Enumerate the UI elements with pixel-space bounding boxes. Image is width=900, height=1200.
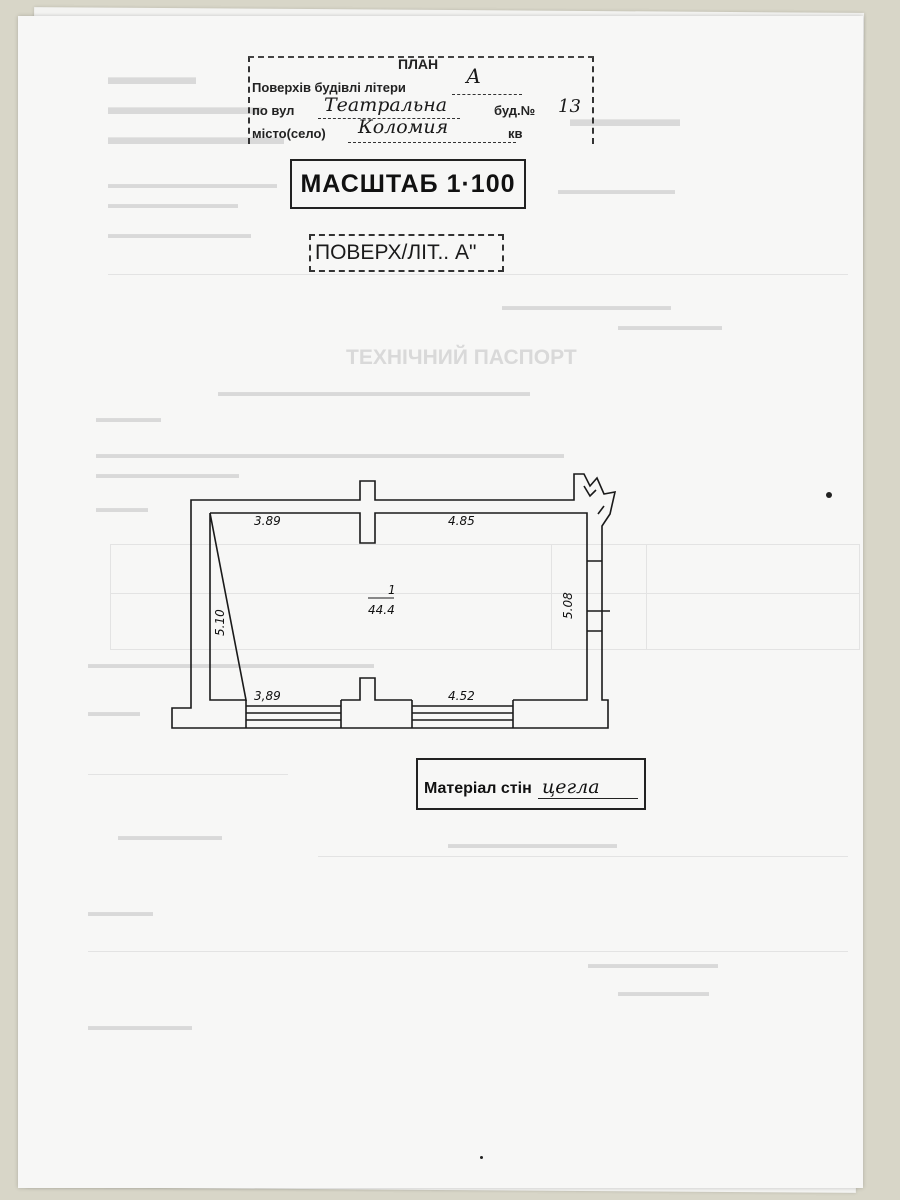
- dim-right: 5.08: [561, 592, 575, 619]
- ghost-subtitle: ▬▬▬▬▬▬▬▬▬▬▬▬▬▬▬▬▬▬▬▬▬▬▬▬: [218, 384, 530, 399]
- dim-bottom-left: 3,89: [254, 689, 281, 703]
- ghost-rule-4: [88, 951, 848, 952]
- ghost-object-label: ▬▬▬▬▬: [96, 410, 161, 425]
- plan-stamp-building-label: буд.№: [494, 103, 536, 118]
- corner-rubble: [583, 485, 605, 515]
- ghost-table-caption: ▬▬▬▬: [96, 500, 148, 515]
- ghost-org-line-4: ▬▬▬▬▬: [570, 106, 680, 131]
- ghost-table: [110, 544, 860, 650]
- material-value: цегла: [542, 776, 600, 798]
- ghost-address-1: ▬▬▬▬▬▬▬▬▬▬▬▬▬: [108, 176, 277, 191]
- ghost-org-line-3: ▬▬▬▬▬▬▬▬: [108, 124, 284, 149]
- ghost-signature-name: ▬▬▬▬▬▬▬▬▬▬: [588, 956, 718, 971]
- ghost-line-e: ▬▬▬▬▬: [88, 904, 153, 919]
- outer-wall: [171, 473, 617, 729]
- ghost-line-a: ▬▬▬▬▬▬▬▬▬▬▬▬▬▬▬▬▬▬▬▬▬▬: [88, 656, 374, 671]
- room-area: 44.4: [368, 603, 395, 617]
- ink-spot: [826, 492, 832, 498]
- material-stamp: Матеріал стін цегла: [416, 758, 646, 810]
- plan-stamp: ПЛАН Поверхів будівлі літери А по вул Те…: [248, 56, 594, 144]
- plan-stamp-line1-value: А: [466, 64, 482, 88]
- material-label: Матеріал стін: [424, 780, 532, 797]
- ghost-rule-1: [108, 274, 848, 275]
- ghost-footer-number: ▬▬▬▬▬▬▬▬: [88, 1018, 192, 1033]
- plan-stamp-title: ПЛАН: [398, 56, 439, 72]
- plan-stamp-building-number: 13: [558, 96, 581, 117]
- ghost-address-4: ▬▬▬▬▬▬▬▬▬▬▬: [108, 226, 251, 241]
- ghost-line-c: ▬▬▬▬▬▬▬▬: [118, 828, 222, 843]
- right-wall-ticks: [587, 560, 610, 632]
- room-number: 1: [388, 583, 396, 597]
- ghost-line-d: ▬▬▬▬▬▬▬▬▬▬▬▬▬: [448, 836, 617, 851]
- ghost-reg-number: ▬▬▬▬▬▬▬▬▬▬▬▬▬: [502, 298, 671, 313]
- ghost-address-2: ▬▬▬▬▬▬▬▬▬▬: [108, 196, 238, 211]
- document-page: ▬▬▬▬ ▬▬▬▬▬▬▬ ▬▬▬▬▬▬▬▬ ▬▬▬▬▬ ▬▬▬▬▬▬▬▬▬▬▬▬…: [18, 16, 863, 1188]
- dim-top-left: 3.89: [254, 514, 281, 528]
- ghost-title: ТЕХНІЧНИЙ ПАСПОРТ: [346, 346, 577, 369]
- opening-left: [245, 700, 342, 728]
- plan-stamp-line1-label: Поверхів будівлі літери: [252, 80, 406, 95]
- ghost-object-line-2: ▬▬▬▬▬▬▬▬▬▬▬: [96, 466, 239, 481]
- plan-stamp-street: Театральна: [324, 94, 448, 116]
- ink-spot: [480, 1156, 483, 1159]
- ghost-org-line-1: ▬▬▬▬: [108, 64, 196, 89]
- dim-left: 5.10: [213, 609, 227, 636]
- plan-stamp-apartment-label: кв: [508, 126, 523, 141]
- ghost-signature-role: ▬▬▬▬▬▬▬: [618, 984, 709, 999]
- dim-top-right: 4.85: [448, 514, 475, 528]
- ghost-object-line-1: ▬▬▬▬▬▬▬▬▬▬▬▬▬▬▬▬▬▬▬▬▬▬▬▬▬▬▬▬▬▬▬▬▬▬▬▬: [96, 446, 564, 461]
- ghost-reg-sub: ▬▬▬▬▬▬▬▬: [618, 318, 722, 333]
- inner-wall: [209, 512, 588, 701]
- ghost-rule-3: [318, 856, 848, 857]
- dim-bottom-right: 4.52: [448, 689, 475, 703]
- scale-stamp: МАСШТАБ 1·100: [290, 159, 526, 209]
- ghost-rule-2: [88, 774, 288, 775]
- ghost-address-3: ▬▬▬▬▬▬▬▬▬: [558, 182, 675, 197]
- plan-stamp-line3-label: місто(село): [252, 126, 326, 141]
- plan-stamp-city: Коломия: [358, 116, 449, 138]
- ghost-line-b: ▬▬▬▬: [88, 704, 140, 719]
- plan-stamp-line2-label: по вул: [252, 103, 295, 118]
- floor-stamp: ПОВЕРХ/ЛІТ.. А": [309, 234, 504, 272]
- opening-right: [411, 700, 514, 728]
- floor-plan: 3.89 4.85 3,89 4.52 5.10 5.08 1 44.4: [171, 473, 617, 729]
- ghost-org-line-2: ▬▬▬▬▬▬▬: [108, 94, 262, 119]
